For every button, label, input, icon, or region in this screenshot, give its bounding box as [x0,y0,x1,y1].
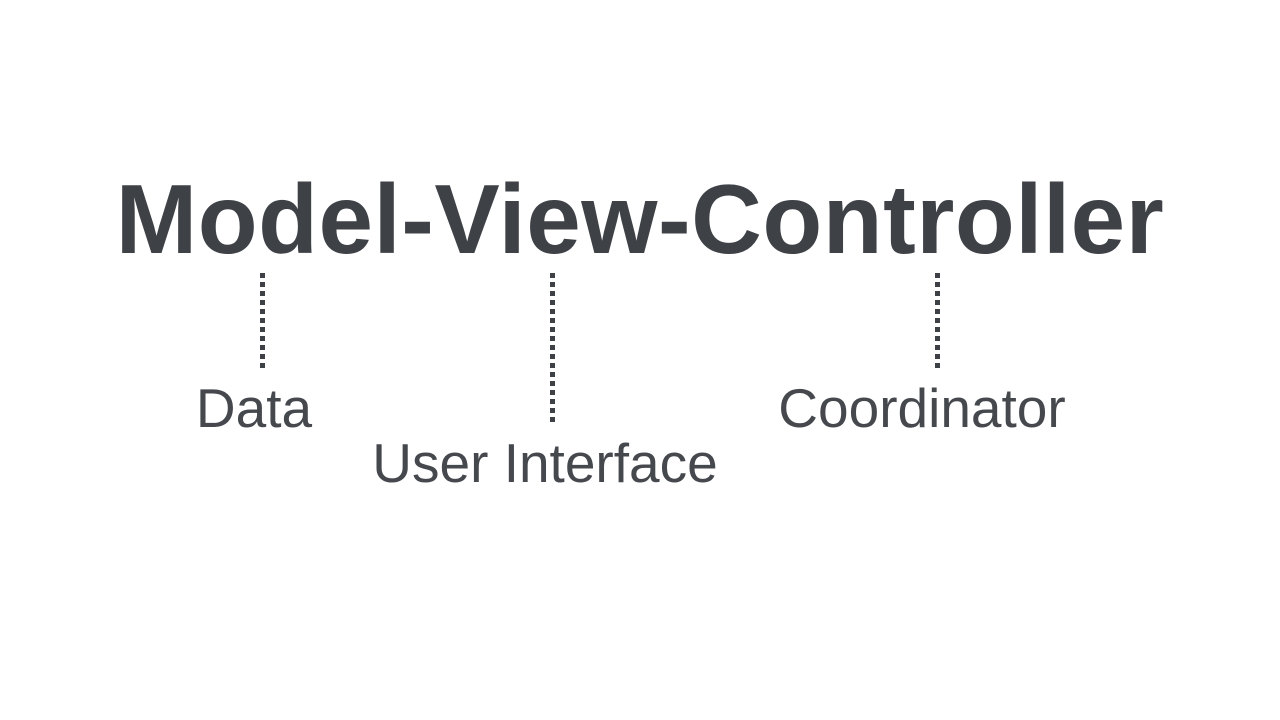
dotted-connector-view-to-user-interface [550,273,555,422]
dotted-connector-model-to-data [260,273,265,368]
page-title: Model-View-Controller [115,164,1165,274]
annotation-label-user-interface: User Interface [372,432,718,494]
annotation-label-data: Data [195,377,313,439]
dotted-connector-controller-to-coordinator [935,273,940,368]
annotation-label-coordinator: Coordinator [778,377,1066,439]
